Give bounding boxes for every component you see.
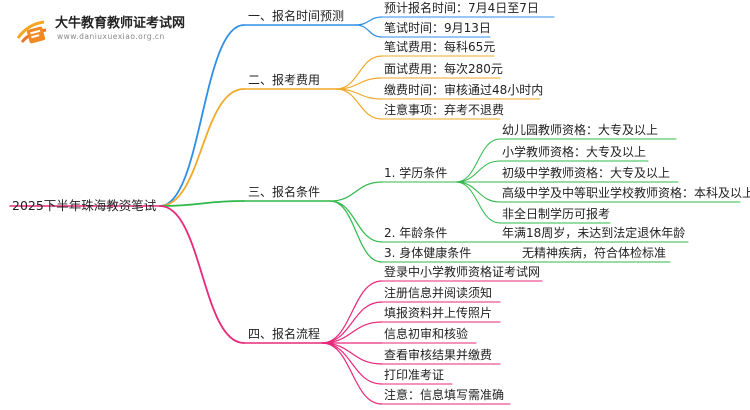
- branch-connector-3: [159, 200, 245, 207]
- grandchild-label-1-2: 小学教师资格：大专及以上: [502, 145, 647, 159]
- child-connector-1-2: [355, 24, 383, 38]
- site-url: www.daniuxuexiao.org.cn: [57, 32, 165, 41]
- grandchild-label-1-1: 幼儿园教师资格：大专及以上: [502, 123, 659, 137]
- branch-label-4: 四、报名流程: [248, 327, 321, 341]
- branch-connector-1: [159, 24, 245, 207]
- child-connector-4-1: [321, 280, 383, 344]
- branch-connector-4: [159, 205, 245, 344]
- child-label-4-4: 信息初审和核验: [384, 327, 469, 341]
- child-label-4-5: 查看审核结果并缴费: [384, 348, 493, 362]
- grandchild-label-1-4: 高级中学及中等职业学校教师资格：本科及以上: [502, 186, 750, 200]
- child-label-3-1: 1. 学历条件: [384, 166, 448, 180]
- child-label-4-7: 注意：信息填写需准确: [384, 388, 505, 402]
- branch-connector-2: [159, 88, 245, 207]
- child-label-4-3: 填报资料并上传照片: [384, 306, 493, 320]
- grandchild-label-2-1: 年满18周岁，未达到法定退休年龄: [502, 226, 686, 240]
- grandchild-label-1-3: 初级中学教师资格：大专及以上: [502, 166, 671, 180]
- child-connector-2-4: [335, 88, 383, 120]
- grandchild-connector-1-4: [455, 181, 501, 203]
- child-label-4-2: 注册信息并阅读须知: [384, 286, 493, 300]
- child-label-3-3: 3. 身体健康条件: [384, 246, 472, 260]
- child-connector-2-1: [335, 55, 383, 90]
- child-connector-3-2: [329, 200, 383, 243]
- logo-icon: [14, 14, 54, 50]
- child-label-1-1: 预计报名时间：7月4日至7日: [384, 1, 539, 15]
- child-connector-4-7: [321, 342, 383, 405]
- child-connector-3-3: [329, 200, 383, 263]
- child-connector-1-1: [355, 16, 383, 26]
- child-label-4-1: 登录中小学教师资格证考试网: [384, 265, 541, 279]
- grandchild-connector-1-5: [455, 181, 501, 224]
- child-label-2-3: 缴费时间：审核通过48小时内: [384, 83, 544, 97]
- branch-label-3: 三、报名条件: [248, 185, 321, 199]
- branch-label-2: 二、报考费用: [248, 73, 321, 87]
- grandchild-label-3-1: 无精神疾病，符合体检标准: [522, 246, 667, 260]
- child-label-4-6: 打印准考证: [384, 368, 445, 382]
- child-connector-4-5: [321, 342, 383, 365]
- child-label-2-1: 笔试费用：每科65元: [384, 40, 496, 54]
- grandchild-label-1-5: 非全日制学历可报考: [502, 207, 611, 221]
- child-label-1-2: 笔试时间：9月13日: [384, 21, 491, 35]
- site-name: 大牛教育教师证考试网: [55, 16, 186, 31]
- grandchild-connector-1-1: [455, 138, 501, 183]
- child-label-2-4: 注意事项：弃考不退费: [384, 103, 505, 117]
- child-connector-4-2: [321, 301, 383, 344]
- child-label-3-2: 2. 年龄条件: [384, 226, 448, 240]
- root-node: 2025下半年珠海教资笔试: [12, 198, 157, 213]
- child-label-2-2: 面试费用：每次280元: [384, 62, 503, 76]
- grandchild-connector-1-2: [455, 160, 501, 183]
- branch-label-1: 一、报名时间预测: [248, 9, 345, 23]
- child-connector-3-1: [329, 181, 383, 202]
- child-connector-4-3: [321, 321, 383, 344]
